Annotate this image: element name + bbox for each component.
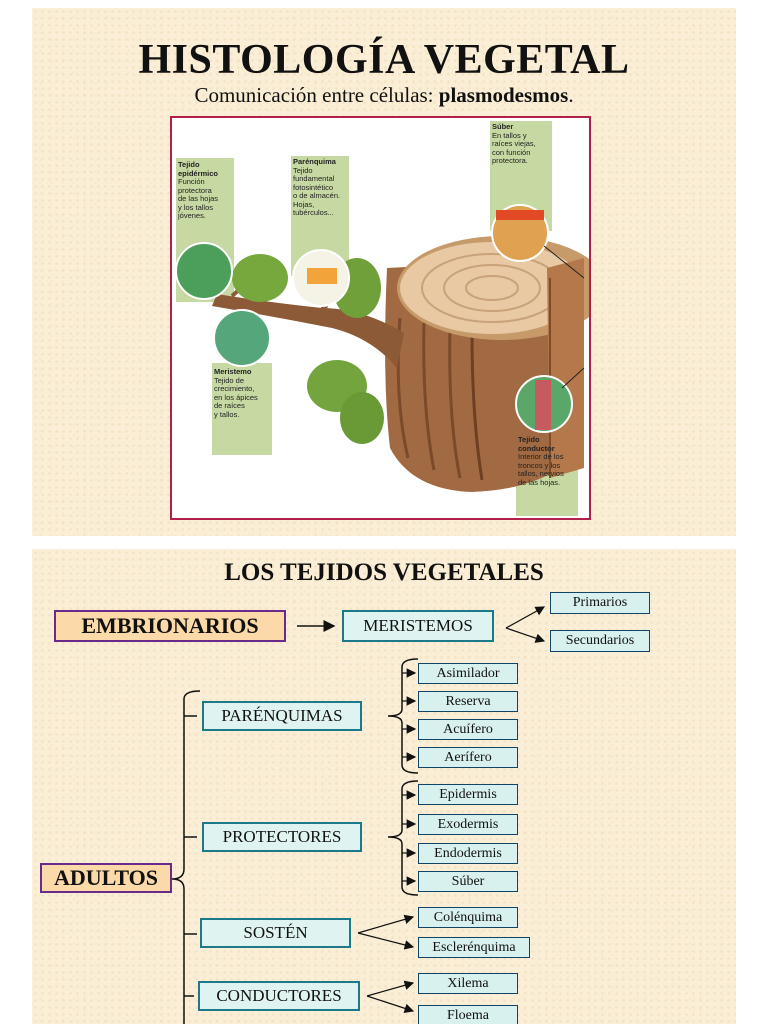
label-line: Tejido de [214, 375, 245, 385]
label-line: Interior de los [518, 452, 564, 461]
label-line: con función [492, 147, 531, 157]
box-protectores: PROTECTORES [202, 822, 362, 852]
label-line: y los tallos [178, 202, 214, 212]
leaf-icon [340, 392, 384, 444]
label-title: Meristemo [214, 367, 252, 376]
box-meristemos: MERISTEMOS [342, 610, 494, 642]
label-line: fotosintético [293, 182, 334, 192]
label-line: Función [178, 177, 205, 186]
label-line: crecimiento, [214, 384, 255, 393]
label-line: jóvenes. [178, 211, 206, 220]
meristem-cells-icon [213, 309, 271, 367]
label-line: en los ápices [214, 392, 258, 402]
label-line: y tallos. [214, 409, 240, 419]
label-suber: Súber En tallos y raíces viejas, con fun… [492, 122, 552, 166]
box-floema: Floema [418, 1005, 518, 1024]
box-acuifero: Acuífero [418, 719, 518, 740]
connector-lines [171, 606, 546, 1024]
box-parenquimas: PARÉNQUIMAS [202, 701, 362, 731]
label-line: Tejido [293, 165, 313, 175]
subtitle-period: . [568, 83, 574, 107]
label-line: tallos, nervios [518, 469, 564, 478]
label-line: protectora. [492, 156, 528, 165]
box-conductores: CONDUCTORES [198, 981, 360, 1011]
slide-title: LOS TEJIDOS VEGETALES [224, 559, 544, 586]
label-title: Parénquima [293, 157, 336, 166]
label-title: Tejido epidérmico [178, 160, 219, 178]
label-line: de raíces [214, 401, 245, 410]
box-colenquima: Colénquima [418, 907, 518, 928]
box-embrionarios: EMBRIONARIOS [54, 610, 286, 642]
box-endodermis: Endodermis [418, 843, 518, 864]
box-asimilador: Asimilador [418, 663, 518, 684]
label-line: En tallos y [492, 130, 527, 140]
box-epidermis: Epidermis [418, 784, 518, 805]
slide-subtitle: Comunicación entre células: plasmodesmos… [32, 83, 736, 108]
label-line: raíces viejas, [492, 139, 536, 148]
box-adultos: ADULTOS [40, 863, 172, 893]
label-line: troncos y los [518, 460, 561, 470]
slide-histologia: HISTOLOGÍA VEGETAL Comunicación entre cé… [32, 8, 736, 536]
box-sosten: SOSTÉN [200, 918, 351, 948]
box-exodermis: Exodermis [418, 814, 518, 835]
label-line: Hojas, [293, 199, 315, 209]
box-aerifero: Aerífero [418, 747, 518, 768]
box-xilema: Xilema [418, 973, 518, 994]
box-secundarios: Secundarios [550, 630, 650, 652]
label-epidermico: Tejido epidérmico Función protectora de … [178, 160, 234, 221]
plant-tissue-illustration: Tejido epidérmico Función protectora de … [170, 116, 607, 520]
label-panel-meristemo [212, 363, 272, 455]
subtitle-text: Comunicación entre células: [194, 83, 439, 107]
label-line: tubérculos... [293, 208, 334, 217]
label-line: de las hojas. [518, 477, 561, 487]
tree-trunk-illustration [175, 121, 607, 516]
slide-tejidos: LOS TEJIDOS VEGETALES [32, 549, 736, 1024]
box-reserva: Reserva [418, 691, 518, 712]
box-primarios: Primarios [550, 592, 650, 614]
label-meristemo: Meristemo Tejido de crecimiento, en los … [214, 367, 272, 419]
label-line: o de almacén. [293, 191, 341, 200]
box-suber: Súber [418, 871, 518, 892]
label-line: de las hojas [178, 194, 219, 203]
subtitle-bold: plasmodesmos [438, 83, 569, 107]
label-line: fundamental [293, 174, 335, 183]
epidermis-cells-icon [175, 242, 233, 300]
label-parenquima: Parénquima Tejido fundamental fotosintét… [293, 157, 349, 218]
label-conductor: Tejido conductor Interior de los troncos… [518, 435, 578, 487]
label-title: Tejido conductor [518, 435, 555, 453]
label-title: Súber [492, 122, 514, 131]
slide-title: HISTOLOGÍA VEGETAL [138, 37, 630, 83]
label-line: protectora [178, 185, 212, 195]
leaf-icon [232, 254, 288, 302]
box-esclerenquima: Esclerénquima [418, 937, 530, 958]
